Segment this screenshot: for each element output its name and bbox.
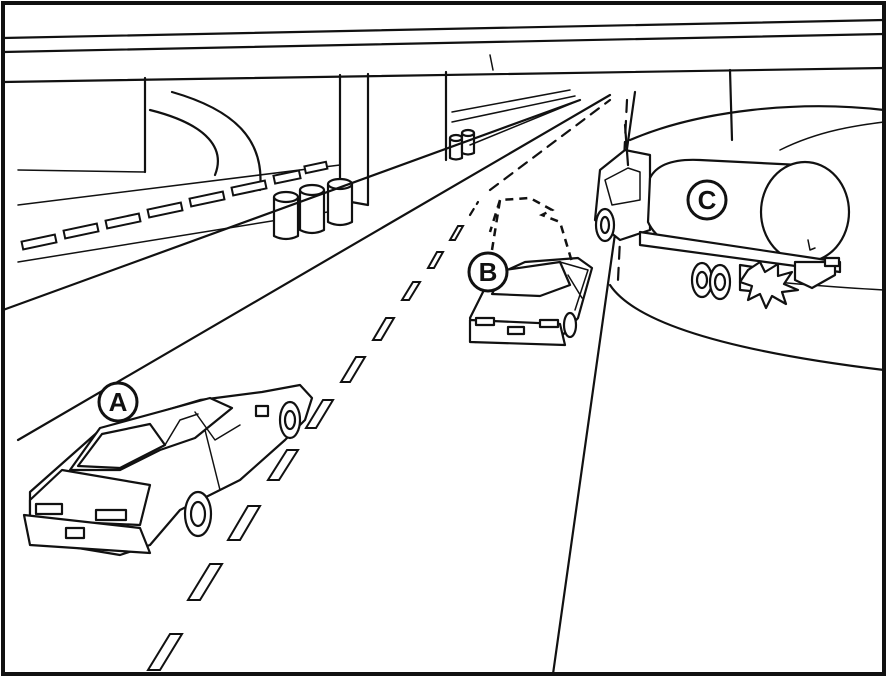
label-a: A xyxy=(99,383,137,421)
truck-c xyxy=(595,125,849,308)
left-ramp xyxy=(18,92,340,205)
label-b: B xyxy=(469,253,507,291)
car-b-path-arrow xyxy=(490,198,572,262)
label-a-text: A xyxy=(109,387,128,417)
main-road-lane-dashes xyxy=(148,100,610,670)
main-road-edges xyxy=(3,92,635,674)
label-c: C xyxy=(688,181,726,219)
label-b-text: B xyxy=(479,257,498,287)
overpass-bridge xyxy=(3,20,884,82)
label-c-text: C xyxy=(698,185,717,215)
frame xyxy=(3,3,884,674)
